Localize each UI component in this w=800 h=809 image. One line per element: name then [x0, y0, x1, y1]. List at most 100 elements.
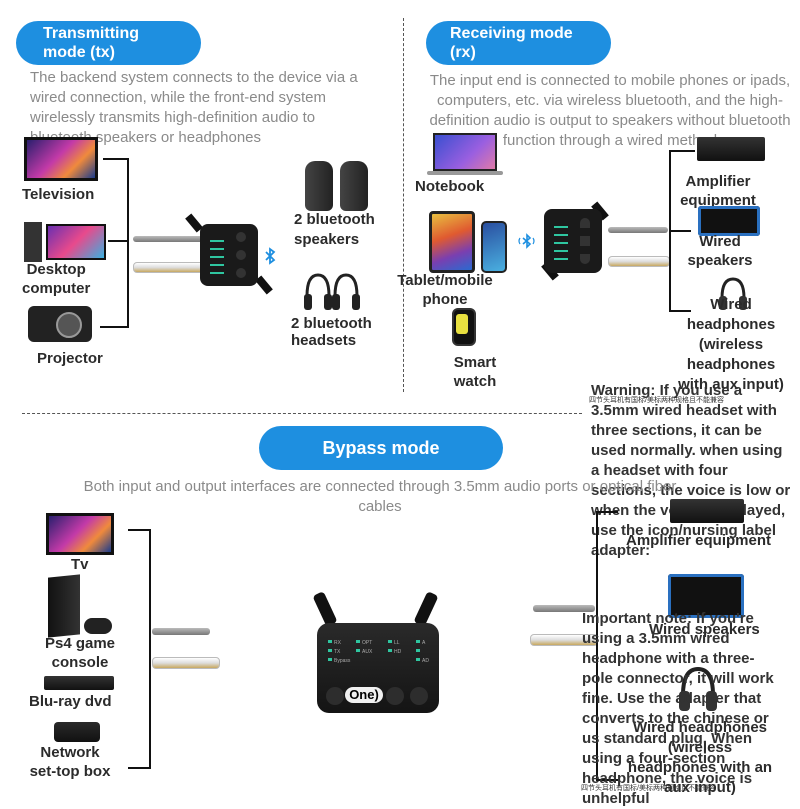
- desktop-monitor-image: [46, 224, 106, 260]
- important-chinese-text: 四节头耳机有国标/美标两种规格且不能兼容: [581, 785, 716, 792]
- bypass-device-knob1: [326, 687, 344, 705]
- rx-device: [544, 209, 602, 273]
- desktop-computer-image: [24, 222, 42, 262]
- bypass-bracket-left-bottom: [128, 767, 151, 769]
- bypass-output-speakers: Wired speakers: [649, 621, 760, 638]
- label-ad: AD: [422, 658, 429, 664]
- rx-output-speakers: Wired speakers: [687, 233, 753, 269]
- bypass-source-ps4: Ps4 game console: [44, 635, 116, 671]
- important-note: Important note: If you're using a 3.5mm …: [582, 610, 774, 807]
- bypass-bracket-right-bottom: [596, 779, 618, 781]
- ps4-controller-image: [84, 618, 112, 634]
- bypass-bracket-left-top: [128, 529, 151, 531]
- bypass-bracket-right: [596, 511, 598, 781]
- bypass-device-leds3: [388, 640, 392, 656]
- rx-title-line1: Receiving mode: [450, 25, 573, 42]
- tx-device-knob2: [236, 250, 246, 260]
- tx-bracket-top: [103, 158, 129, 160]
- rx-mode-title: Receiving mode (rx): [426, 21, 611, 65]
- rx-output-amplifier: Amplifier equipment: [680, 173, 756, 209]
- bypass-device-leds4: [416, 640, 420, 664]
- ps4-console-image: [48, 574, 80, 638]
- rx-bracket-mid: [669, 230, 691, 232]
- tx-bracket-mid: [108, 240, 129, 242]
- section-divider-horizontal: [22, 413, 582, 414]
- bypass-device-leds2: [356, 640, 360, 656]
- warning-chinese-text: 四节头耳机有国标/美标两种规格且不能兼容: [589, 397, 724, 404]
- tx-bracket-line: [127, 158, 129, 328]
- bypass-description: Both input and output interfaces are con…: [83, 478, 677, 515]
- rx-output-headphones: Wired headphones (wireless headphones wi…: [678, 296, 784, 393]
- label-tx: TX: [334, 649, 341, 655]
- tx-optical-cable: [133, 262, 207, 273]
- rx-description: The input end is connected to mobile pho…: [429, 72, 791, 149]
- wired-speakers-image-bypass: [668, 574, 744, 618]
- label-a: A: [422, 640, 426, 646]
- bypass-mode-title: Bypass mode: [259, 426, 503, 470]
- rx-source-notebook: Notebook: [415, 178, 485, 195]
- bypass-bracket-left: [149, 529, 151, 769]
- rx-source-smartwatch: Smart watch: [453, 354, 497, 390]
- bypass-aux-cable-out: [533, 605, 595, 612]
- label-bypass: Bypass: [334, 658, 351, 664]
- tx-source-desktop: Desktop computer: [22, 261, 91, 297]
- tx-source-projector: Projector: [37, 350, 103, 367]
- bypass-optical-cable-in: [152, 657, 220, 669]
- bluetooth-speaker-1: [305, 161, 333, 211]
- bypass-device-knob2: [386, 687, 404, 705]
- label-opt: OPT: [362, 640, 373, 646]
- rx-title-line2: (rx): [450, 44, 476, 61]
- tx-device-knob3: [236, 268, 246, 278]
- tx-source-television: Television: [22, 186, 95, 203]
- bypass-antenna-right: [413, 591, 439, 627]
- label-rx: RX: [334, 640, 341, 646]
- bypass-antenna-left: [312, 591, 338, 627]
- rx-device-knobs: [580, 218, 590, 264]
- rx-bluetooth-icon: [518, 233, 535, 249]
- projector-lens: [56, 312, 82, 338]
- bypass-device-leds: [328, 640, 332, 664]
- bypass-device-brand: One): [345, 687, 383, 703]
- section-divider-vertical: [403, 18, 404, 392]
- bypass-source-bluray: Blu-ray dvd: [29, 693, 112, 710]
- tablet-image: [429, 211, 475, 273]
- wired-speakers-image-rx: [698, 206, 760, 236]
- bypass-device-labels: RX TX Bypass OPT AUX LL HD A AD: [330, 637, 430, 667]
- bluetooth-headset-1: [304, 273, 332, 310]
- tx-bracket-bottom: [100, 326, 129, 328]
- tx-title-line1: Transmitting: [43, 25, 140, 42]
- bypass-aux-cable-in: [152, 628, 210, 635]
- wired-headphones-icon-rx: [719, 277, 747, 310]
- settop-box-image: [54, 722, 100, 742]
- amplifier-image-rx: [697, 137, 765, 161]
- tx-aux-cable: [133, 236, 205, 242]
- label-aux: AUX: [362, 649, 373, 655]
- rx-bracket-top: [669, 150, 695, 152]
- tx-output-headsets: 2 bluetooth headsets: [291, 315, 372, 349]
- bypass-device-knob3: [410, 687, 428, 705]
- label-hd: HD: [394, 649, 402, 655]
- tv-image: [46, 513, 114, 555]
- television-image: [24, 137, 98, 181]
- rx-aux-cable: [608, 227, 668, 233]
- rx-optical-cable: [608, 256, 670, 267]
- rx-bracket-bottom: [669, 310, 691, 312]
- rx-source-tablet: Tablet/mobile phone: [397, 272, 493, 308]
- bluetooth-headset-2: [332, 273, 360, 310]
- bypass-source-settop: Network set-top box: [29, 744, 111, 780]
- smart-watch-face: [456, 314, 468, 334]
- warning-note: Warning: If you use a 3.5mm wired headse…: [591, 382, 791, 559]
- bypass-bracket-right-top: [596, 511, 618, 513]
- label-ll: LL: [394, 640, 400, 646]
- notebook-image: [433, 133, 497, 171]
- tx-mode-title: Transmitting mode (tx): [16, 21, 201, 65]
- tx-device: [200, 224, 258, 286]
- bypass-source-tv: Tv: [71, 556, 89, 573]
- rx-device-leds: [554, 220, 568, 260]
- tx-device-knob1: [236, 232, 246, 242]
- wired-headphones-icon-bypass: [679, 666, 717, 711]
- tx-output-speakers: 2 bluetooth speakers: [294, 211, 375, 248]
- bluetooth-speaker-2: [340, 161, 368, 211]
- bypass-output-headphones: Wired headphones (wireless headphones wi…: [627, 719, 773, 796]
- tx-title-line2: mode (tx): [43, 44, 115, 61]
